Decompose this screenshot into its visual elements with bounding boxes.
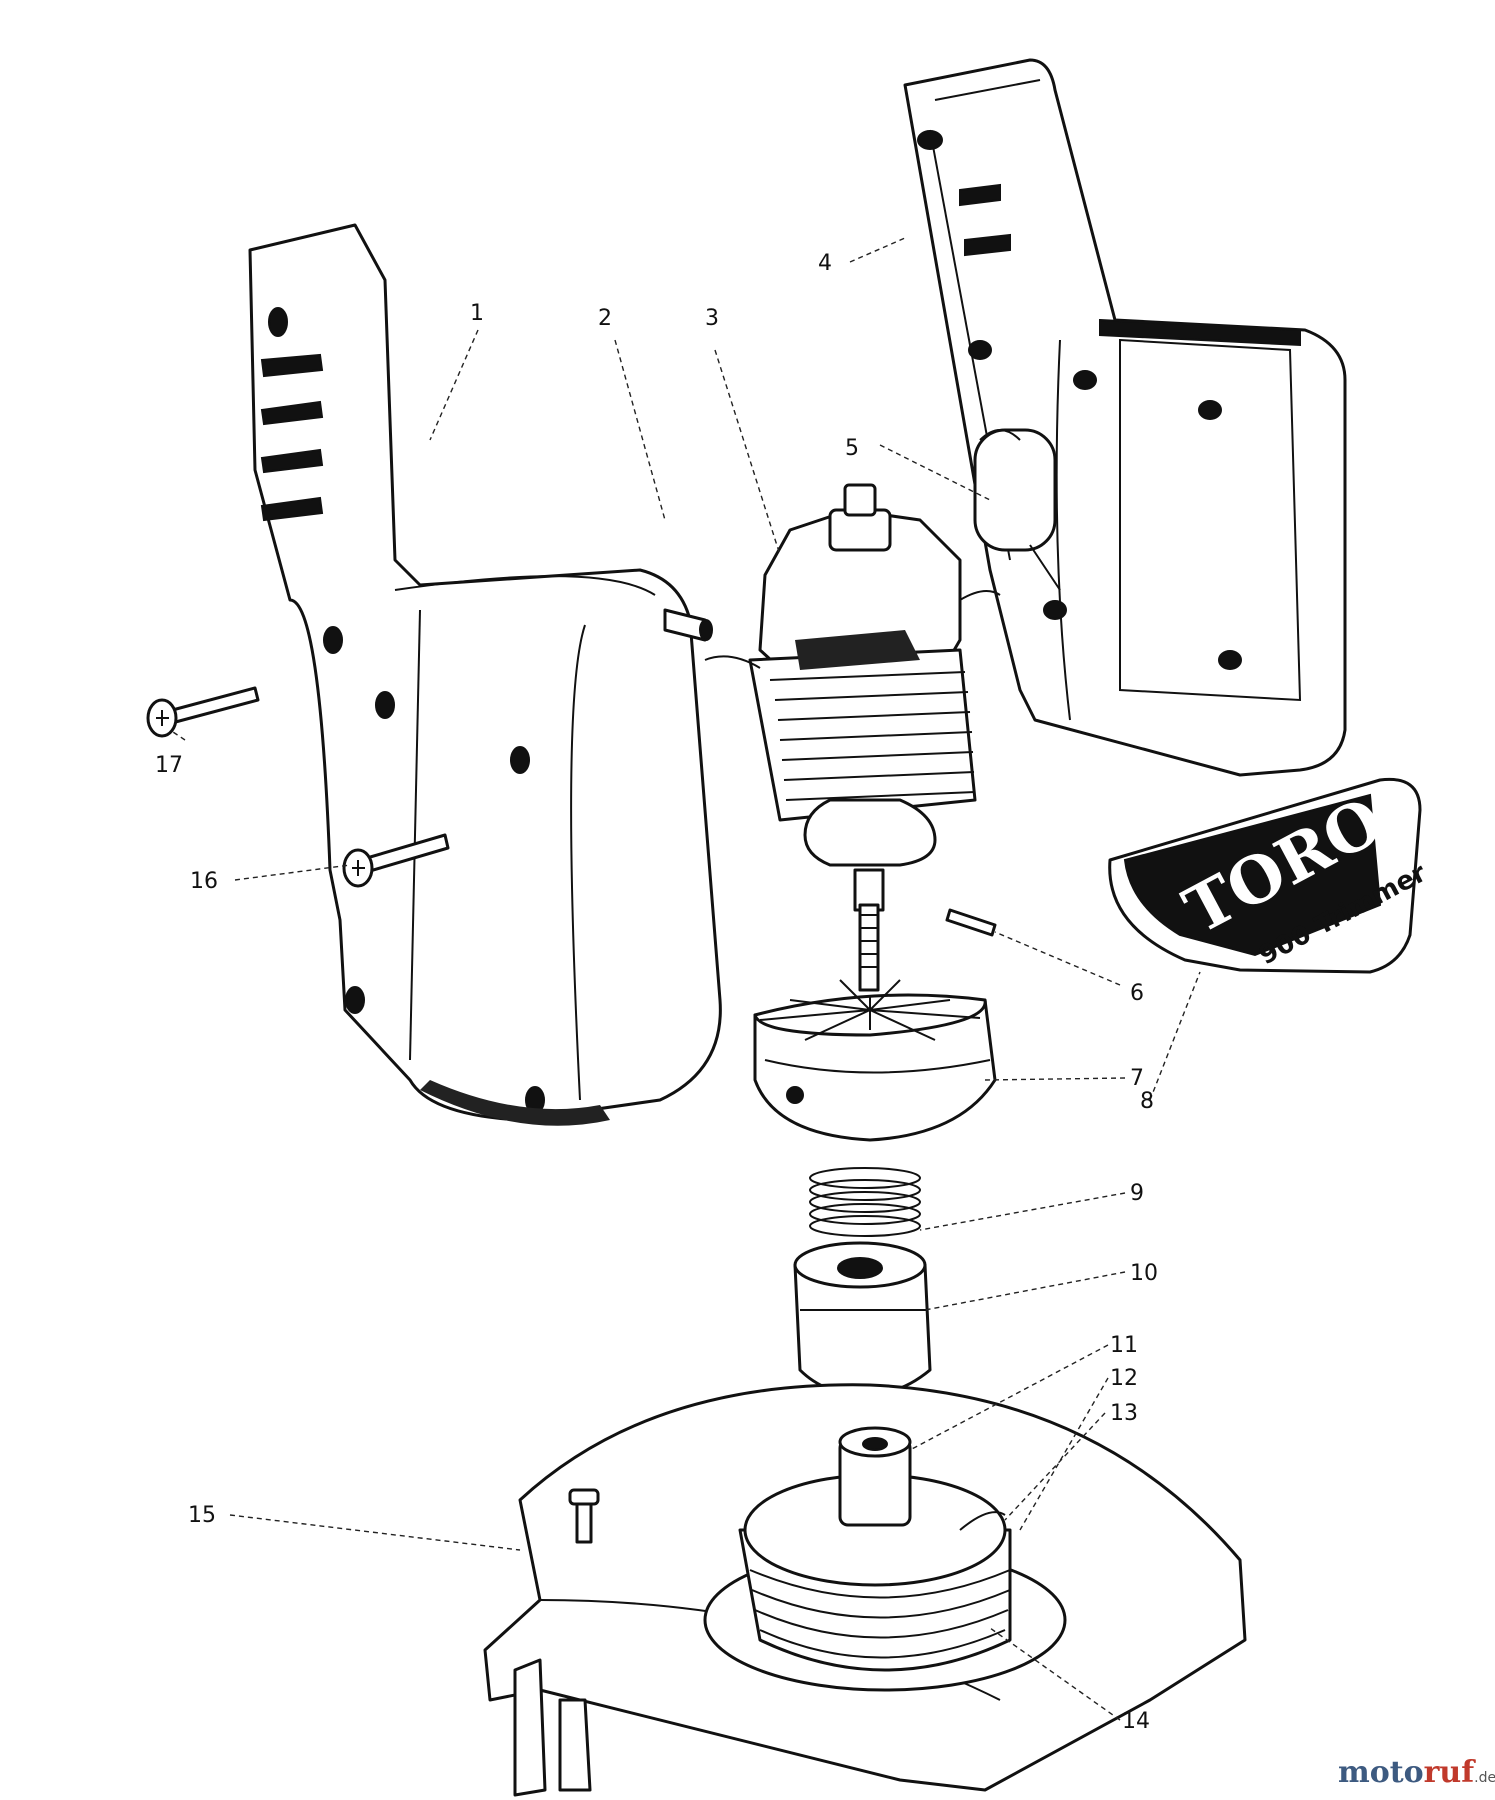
label-17: 17 [155, 753, 183, 778]
long-screw-part-16 [342, 833, 450, 888]
label-2: 2 [598, 306, 612, 331]
left-housing-part [248, 223, 722, 1126]
motoruf-watermark-logo: motoruf.de [1338, 1755, 1495, 1790]
label-13: 13 [1110, 1401, 1138, 1426]
label-7: 7 [1130, 1066, 1144, 1091]
watermark-suffix: .de [1474, 1770, 1495, 1786]
label-9: 9 [1130, 1181, 1144, 1206]
label-3: 3 [705, 306, 719, 331]
label-1: 1 [470, 301, 484, 326]
label-5: 5 [845, 436, 859, 461]
leader-lines [169, 237, 1201, 1721]
label-10: 10 [1130, 1261, 1158, 1286]
label-15: 15 [188, 1503, 216, 1528]
label-8: 8 [1140, 1089, 1154, 1114]
spool-cap-part [793, 1241, 932, 1397]
motor-field-assembly-part [704, 483, 1001, 822]
spool-hub-assembly [703, 1426, 1067, 1692]
fan-part [753, 979, 997, 1142]
label-14: 14 [1122, 1709, 1150, 1734]
armature-shaft [803, 798, 937, 992]
part-number-labels: 1 2 3 4 5 6 7 8 9 10 11 12 13 14 15 16 1… [155, 251, 1158, 1734]
label-16: 16 [190, 869, 218, 894]
right-housing-part [903, 58, 1347, 777]
long-screw-part-17 [146, 686, 260, 738]
label-11: 11 [1110, 1333, 1138, 1358]
pin-part [945, 908, 997, 937]
label-12: 12 [1110, 1366, 1138, 1391]
label-4: 4 [818, 251, 832, 276]
watermark-part1: moto [1338, 1755, 1424, 1790]
capacitor-part [973, 428, 1061, 591]
watermark-part2: ruf [1424, 1755, 1477, 1790]
brush-part [663, 608, 713, 642]
toro-decal-part: TORO 900 Trimmer [1108, 777, 1431, 974]
label-6: 6 [1130, 981, 1144, 1006]
svg-text:motoruf.de: motoruf.de [1338, 1755, 1495, 1790]
spring-part [809, 1167, 921, 1237]
